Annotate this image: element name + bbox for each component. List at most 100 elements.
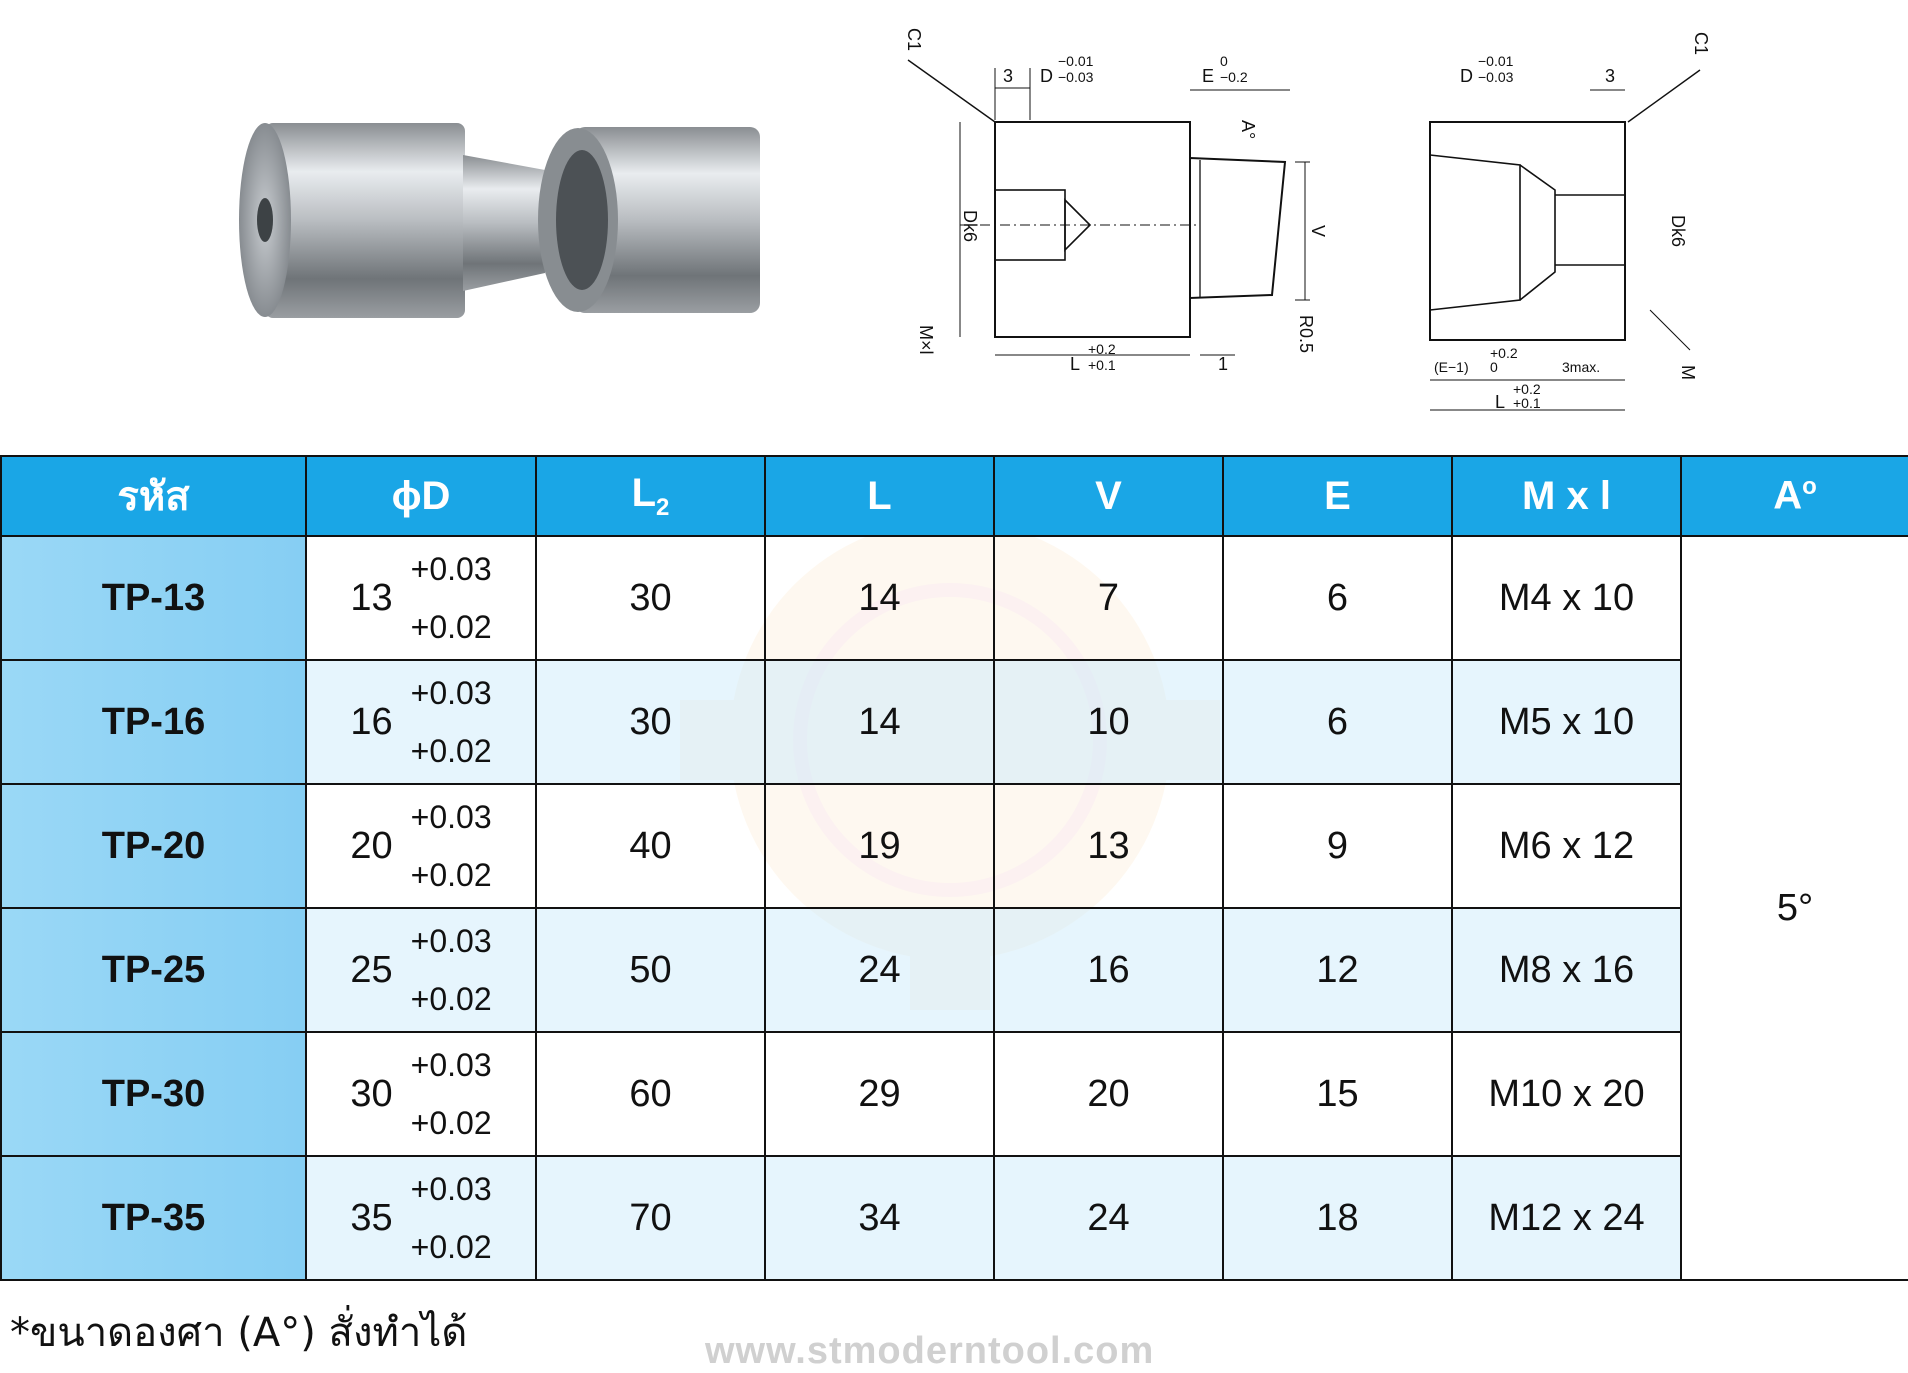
tol-lower: +0.02	[410, 609, 492, 645]
e-tol-upper: 0	[1220, 53, 1228, 69]
row-e: 12	[1222, 907, 1453, 1033]
l-tol-upper: +0.2	[1513, 381, 1541, 397]
d-tol-upper: −0.01	[1058, 53, 1094, 69]
footnote: *ขนาดองศา (A°) สั่งทำได้	[10, 1310, 468, 1356]
dk6-label: Dk6	[960, 210, 980, 242]
r05-label: R0.5	[1296, 315, 1316, 353]
tol-upper: +0.03	[410, 799, 492, 835]
tol-upper: +0.03	[410, 1171, 492, 1207]
one-label: 1	[1218, 354, 1228, 374]
row-v: 16	[993, 907, 1224, 1033]
v-label: V	[1308, 225, 1328, 237]
tol-lower: +0.02	[410, 733, 492, 769]
row-mxl: M12 x 24	[1451, 1155, 1682, 1281]
row-l2: 30	[535, 659, 766, 785]
angle-value: 5°	[1680, 535, 1908, 1281]
m-label: M	[1678, 365, 1698, 380]
tol-upper: +0.03	[410, 675, 492, 711]
row-code: TP-30	[0, 1031, 307, 1157]
diameter-value: 25	[350, 948, 393, 991]
l-tol-lower: +0.1	[1513, 395, 1541, 411]
d-tol-lower: −0.03	[1478, 69, 1514, 85]
row-l2: 40	[535, 783, 766, 909]
row-e: 6	[1222, 535, 1453, 661]
drawing-side-view: C1 3 D −0.01 −0.03 E 0 −0.2 A° V Dk6 R0.…	[904, 28, 1328, 374]
row-v: 7	[993, 535, 1224, 661]
table-row: TP-16 16 +0.03 +0.02 30 14 10 6 M5 x 10	[0, 659, 1908, 785]
row-code: TP-16	[0, 659, 307, 785]
row-v: 13	[993, 783, 1224, 909]
three-max-label: 3max.	[1562, 359, 1600, 375]
three-label: 3	[1003, 66, 1013, 86]
diameter-value: 30	[350, 1072, 393, 1115]
d-tol-lower: −0.03	[1058, 69, 1094, 85]
l-label: L	[1070, 354, 1080, 374]
c1-label: C1	[1691, 32, 1711, 55]
e-tol-lower: −0.2	[1220, 69, 1248, 85]
e-minus-1-label: (E−1)	[1434, 359, 1469, 375]
l-tol-upper: +0.2	[1088, 341, 1116, 357]
table-row: TP-20 20+0.03+0.02 40 19 13 9 M6 x 12	[0, 783, 1908, 909]
website-url: www.stmoderntool.com	[705, 1330, 1155, 1372]
diameter-value: 20	[350, 824, 393, 867]
spec-table: รหัส ϕD L2 L V E M x l Ao TP-13 13 +0.03 +…	[0, 455, 1908, 1281]
table-row: TP-13 13+0.03+0.02 30 14 7 6 M4 x 10 5°	[0, 535, 1908, 1281]
header-angle: Ao	[1680, 455, 1908, 537]
tol-upper: +0.03	[410, 1047, 492, 1083]
row-diameter: 20 +0.03 +0.02	[305, 783, 537, 909]
row-l: 14	[764, 659, 995, 785]
row-diameter: 16 +0.03 +0.02	[305, 659, 537, 785]
row-diameter: 30+0.03+0.02	[305, 1031, 537, 1157]
row-v: 10	[993, 659, 1224, 785]
row-l2: 50	[535, 907, 766, 1033]
row-l2: 30	[535, 535, 766, 661]
tol-upper: +0.03	[410, 551, 492, 587]
tol-lower: +0.02	[410, 1229, 492, 1265]
dk6-label: Dk6	[1668, 215, 1688, 247]
row-v: 24	[993, 1155, 1224, 1281]
e-label: E	[1202, 66, 1214, 86]
row-mxl: M8 x 16	[1451, 907, 1682, 1033]
table-row: TP-35 35+0.03+0.02 70 34 24 18 M12 x 24	[0, 1155, 1908, 1281]
row-e: 9	[1222, 783, 1453, 909]
header-l2-main: L	[631, 470, 657, 515]
row-code: TP-35	[0, 1155, 307, 1281]
row-e: 6	[1222, 659, 1453, 785]
l-tol-lower: +0.1	[1088, 357, 1116, 373]
row-e: 15	[1222, 1031, 1453, 1157]
header-mxl: M x l	[1451, 455, 1682, 537]
row-l: 34	[764, 1155, 995, 1281]
row-diameter: 35+0.03+0.02	[305, 1155, 537, 1281]
header-angle-main: A	[1773, 473, 1803, 518]
row-l: 14	[764, 535, 995, 661]
table-row: TP-25 25+0.03+0.02 50 24 16 12 M8 x 16	[0, 907, 1908, 1033]
e1-tol-upper: +0.2	[1490, 345, 1518, 361]
header-angle-sup: o	[1802, 473, 1817, 501]
row-l: 24	[764, 907, 995, 1033]
header-l: L	[764, 455, 995, 537]
row-code: TP-13	[0, 535, 307, 661]
header-v: V	[993, 455, 1224, 537]
three-label: 3	[1605, 66, 1615, 86]
table-row: TP-30 30+0.03+0.02 60 29 20 15 M10 x 20	[0, 1031, 1908, 1157]
diameter-value: 16	[350, 700, 393, 743]
d-label: D	[1460, 66, 1473, 86]
tol-lower: +0.02	[410, 857, 492, 893]
table-header-row: รหัส ϕD L2 L V E M x l Ao	[0, 455, 1908, 537]
row-l: 29	[764, 1031, 995, 1157]
row-l2: 70	[535, 1155, 766, 1281]
mxl-label: M×l	[916, 325, 936, 355]
diameter-value: 13	[350, 576, 393, 619]
row-e: 18	[1222, 1155, 1453, 1281]
row-mxl: M5 x 10	[1451, 659, 1682, 785]
row-l: 19	[764, 783, 995, 909]
row-code: TP-25	[0, 907, 307, 1033]
row-v: 20	[993, 1031, 1224, 1157]
tol-upper: +0.03	[410, 923, 492, 959]
a-angle-label: A°	[1238, 120, 1258, 139]
row-l2: 60	[535, 1031, 766, 1157]
row-code: TP-20	[0, 783, 307, 909]
row-diameter: 13 +0.03 +0.02	[305, 535, 537, 661]
d-label: D	[1040, 66, 1053, 86]
header-code: รหัส	[0, 455, 307, 537]
